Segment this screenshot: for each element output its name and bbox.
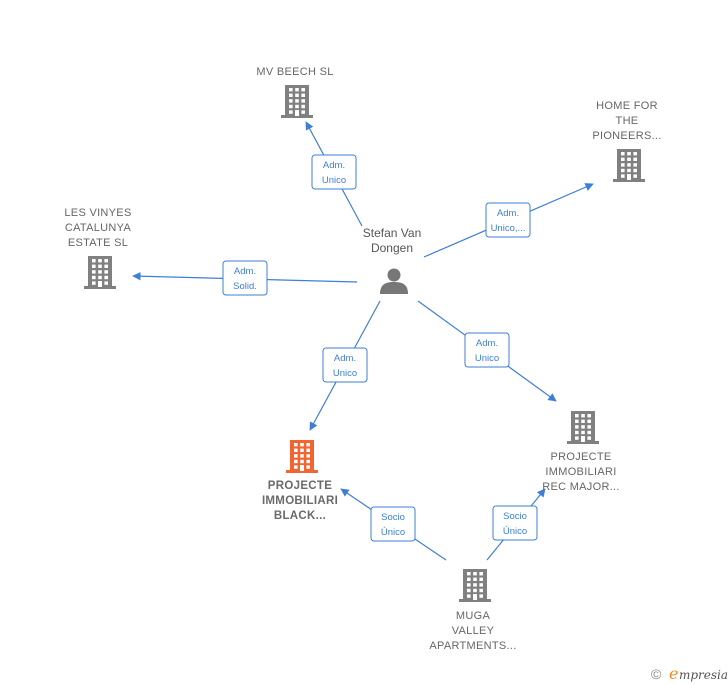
relation-label-text: Socio [503,511,527,522]
company-name-line: VALLEY [452,625,495,637]
company-name-line: PIONEERS... [592,130,661,142]
relation-label-text: Unico [333,368,357,379]
company-name-line: PROJECTE [268,480,332,492]
company-name-line: IMMOBILIARI [262,495,338,507]
relation-label-text: Único [381,527,405,538]
building-icon[interactable] [84,256,116,289]
company-name-line: BLACK... [274,510,326,522]
building-icon[interactable] [281,85,313,118]
person-name-line: Dongen [371,241,413,255]
person-icon[interactable] [380,268,408,295]
company-name-line: MV BEECH SL [256,66,333,78]
company-node-les-vinyes[interactable]: LES VINYES CATALUNYA ESTATE SL [64,207,131,289]
relation-label-text: Unico,... [491,223,526,234]
edges-layer: Adm.UnicoAdm.Unico,...Adm.Solid.Adm.Unic… [132,121,594,561]
person-name-line: Stefan Van [363,226,422,240]
nodes-layer: MV BEECH SL HOME FOR THE PIONEERS... LES VIN… [64,66,661,652]
relation-label-text: Adm. [323,160,345,171]
company-node-home-pioneers[interactable]: HOME FOR THE PIONEERS... [592,100,661,182]
company-name-line: APARTMENTS... [429,640,516,652]
building-icon[interactable] [286,440,318,473]
company-name-line: PROJECTE [550,451,611,463]
company-name-line: MUGA [456,610,491,622]
relation-label-text: Unico [475,353,499,364]
relation-label-box[interactable] [311,154,357,190]
relation-label-box[interactable] [492,505,538,541]
company-name-line: CATALUNYA [65,222,132,234]
brand-logo-text: mpresia [679,668,728,682]
relation-label-text: Único [503,526,527,537]
footer: © e mpresia [651,664,728,683]
relation-label-text: Adm. [497,208,519,219]
relation-label-text: Adm. [334,353,356,364]
company-name-line: HOME FOR [596,100,658,112]
edge-person-to-projecte-rec: Adm. Unico [417,300,557,402]
company-node-mv-beech[interactable]: MV BEECH SL [256,66,333,118]
building-icon[interactable] [459,569,491,602]
company-node-projecte-black[interactable]: PROJECTE IMMOBILIARI BLACK... [262,440,338,522]
company-name-line: REC MAJOR... [542,481,620,493]
edge-person-to-les-vinyes: Adm. Solid. [132,260,358,296]
relation-label-box[interactable] [370,506,416,542]
building-icon[interactable] [567,411,599,444]
edge-person-to-projecte-black: Adm. Unico [309,300,381,431]
company-node-projecte-rec[interactable]: PROJECTE IMMOBILIARI REC MAJOR... [542,411,620,493]
company-name-line: IMMOBILIARI [545,466,616,478]
company-name-line: ESTATE SL [68,237,128,249]
edge-person-to-mv-beech: Adm. Unico [305,121,363,227]
brand-logo-initial: e [669,664,678,683]
copyright-icon: © [651,666,662,682]
relation-label-box[interactable] [222,260,268,296]
edge-person-to-home-pioneers: Adm. Unico,... [423,183,594,258]
relation-label-text: Unico [322,175,346,186]
company-name-line: THE [616,115,639,127]
relation-label-text: Socio [381,512,405,523]
relation-label-text: Adm. [234,266,256,277]
company-node-muga-valley[interactable]: MUGA VALLEY APARTMENTS... [429,569,516,652]
relation-label-box[interactable] [464,332,510,368]
relation-label-box[interactable] [322,347,368,383]
relation-label-text: Adm. [476,338,498,349]
relation-label-box[interactable] [485,202,531,238]
company-name-line: LES VINYES [64,207,131,219]
relation-label-text: Solid. [233,281,257,292]
building-icon[interactable] [613,149,645,182]
